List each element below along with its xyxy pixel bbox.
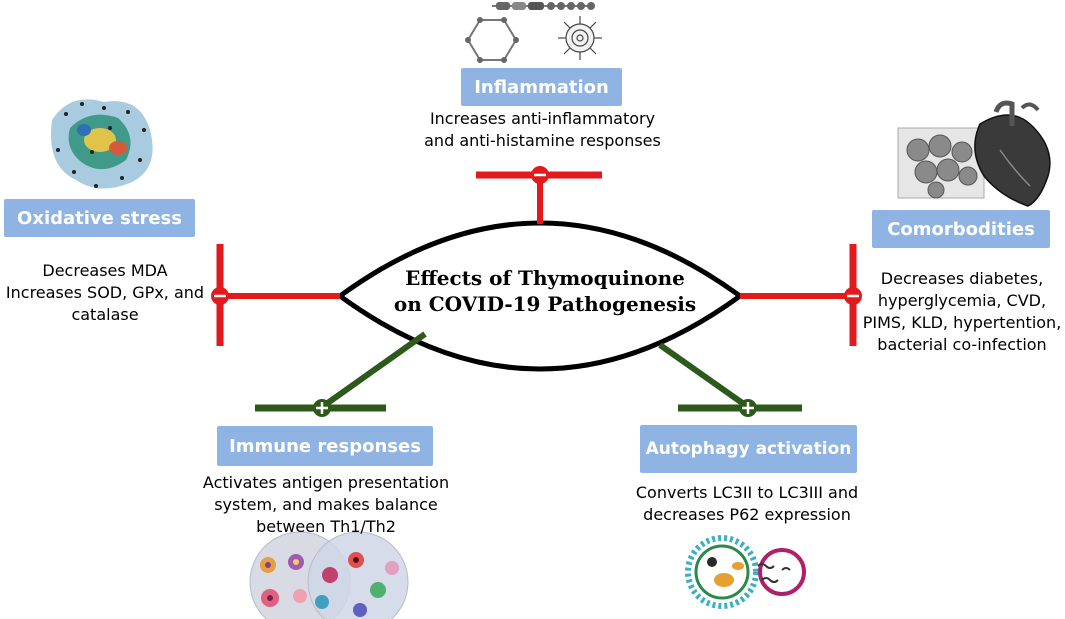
inflammation-description: Increases anti-inflammatory and anti-his… xyxy=(410,108,675,152)
autophagy-activate-connector xyxy=(658,342,802,417)
lung-tissue-icon xyxy=(897,127,985,199)
immune-responses-description: Activates antigen presentation system, a… xyxy=(195,472,457,538)
immune-responses-title: Immune responses xyxy=(229,435,421,457)
autophagy-description: Converts LC3II to LC3III and decreases P… xyxy=(627,482,867,526)
immune-activate-connector xyxy=(255,331,427,417)
comorbodities-line-4: bacterial co-infection xyxy=(877,335,1047,354)
comorbodities-line-3: PIMS, KLD, hypertention, xyxy=(862,313,1062,332)
autophagy-title: Autophagy activation xyxy=(645,439,852,459)
heart-icon xyxy=(974,100,1051,207)
autophagosome-icon xyxy=(685,535,806,609)
autophagy-line-2: decreases P62 expression xyxy=(643,505,851,524)
oxidative-stress-box: Oxidative stress xyxy=(4,199,195,237)
oxidative-inhibit-connector xyxy=(211,244,340,346)
center-title-line1: Effects of Thymoquinone xyxy=(405,266,685,290)
autophagy-box: Autophagy activation xyxy=(640,425,857,473)
immune-responses-line-2: system, and makes balance xyxy=(214,495,438,514)
center-title: Effects of Thymoquinone on COVID-19 Path… xyxy=(365,265,725,317)
comorbodities-box: Comorbodities xyxy=(872,210,1050,248)
comorbodities-inhibit-connector xyxy=(740,244,862,346)
autophagy-line-1: Converts LC3II to LC3III and xyxy=(635,483,859,502)
immune-responses-line-3: between Th1/Th2 xyxy=(256,517,396,536)
comorbodities-title: Comorbodities xyxy=(887,218,1035,240)
inflammation-box: Inflammation xyxy=(461,68,622,106)
inflammation-inhibit-connector xyxy=(476,166,602,224)
center-title-line2: on COVID-19 Pathogenesis xyxy=(393,292,697,316)
oxidative-map-icon xyxy=(51,99,153,189)
immune-cells-icon xyxy=(249,531,409,619)
inflammation-line-1: Increases anti-inflammatory xyxy=(429,109,656,128)
comorbodities-line-1: Decreases diabetes, xyxy=(880,269,1044,288)
inflammation-line-2: and anti-histamine responses xyxy=(424,131,661,150)
comorbodities-description: Decreases diabetes, hyperglycemia, CVD, … xyxy=(862,268,1062,356)
inflammation-title: Inflammation xyxy=(474,76,609,98)
oxidative-stress-line-3: catalase xyxy=(71,305,139,324)
oxidative-stress-description: Decreases MDA Increases SOD, GPx, and ca… xyxy=(0,260,210,326)
oxidative-stress-title: Oxidative stress xyxy=(17,207,182,229)
comorbodities-line-2: hyperglycemia, CVD, xyxy=(877,291,1047,310)
protein-chain-icon xyxy=(465,2,595,63)
virus-particle-icon xyxy=(558,16,602,60)
immune-responses-line-1: Activates antigen presentation xyxy=(202,473,450,492)
oxidative-stress-line-2: Increases SOD, GPx, and xyxy=(5,283,205,302)
oxidative-stress-line-1: Decreases MDA xyxy=(42,261,168,280)
immune-responses-box: Immune responses xyxy=(217,426,433,466)
